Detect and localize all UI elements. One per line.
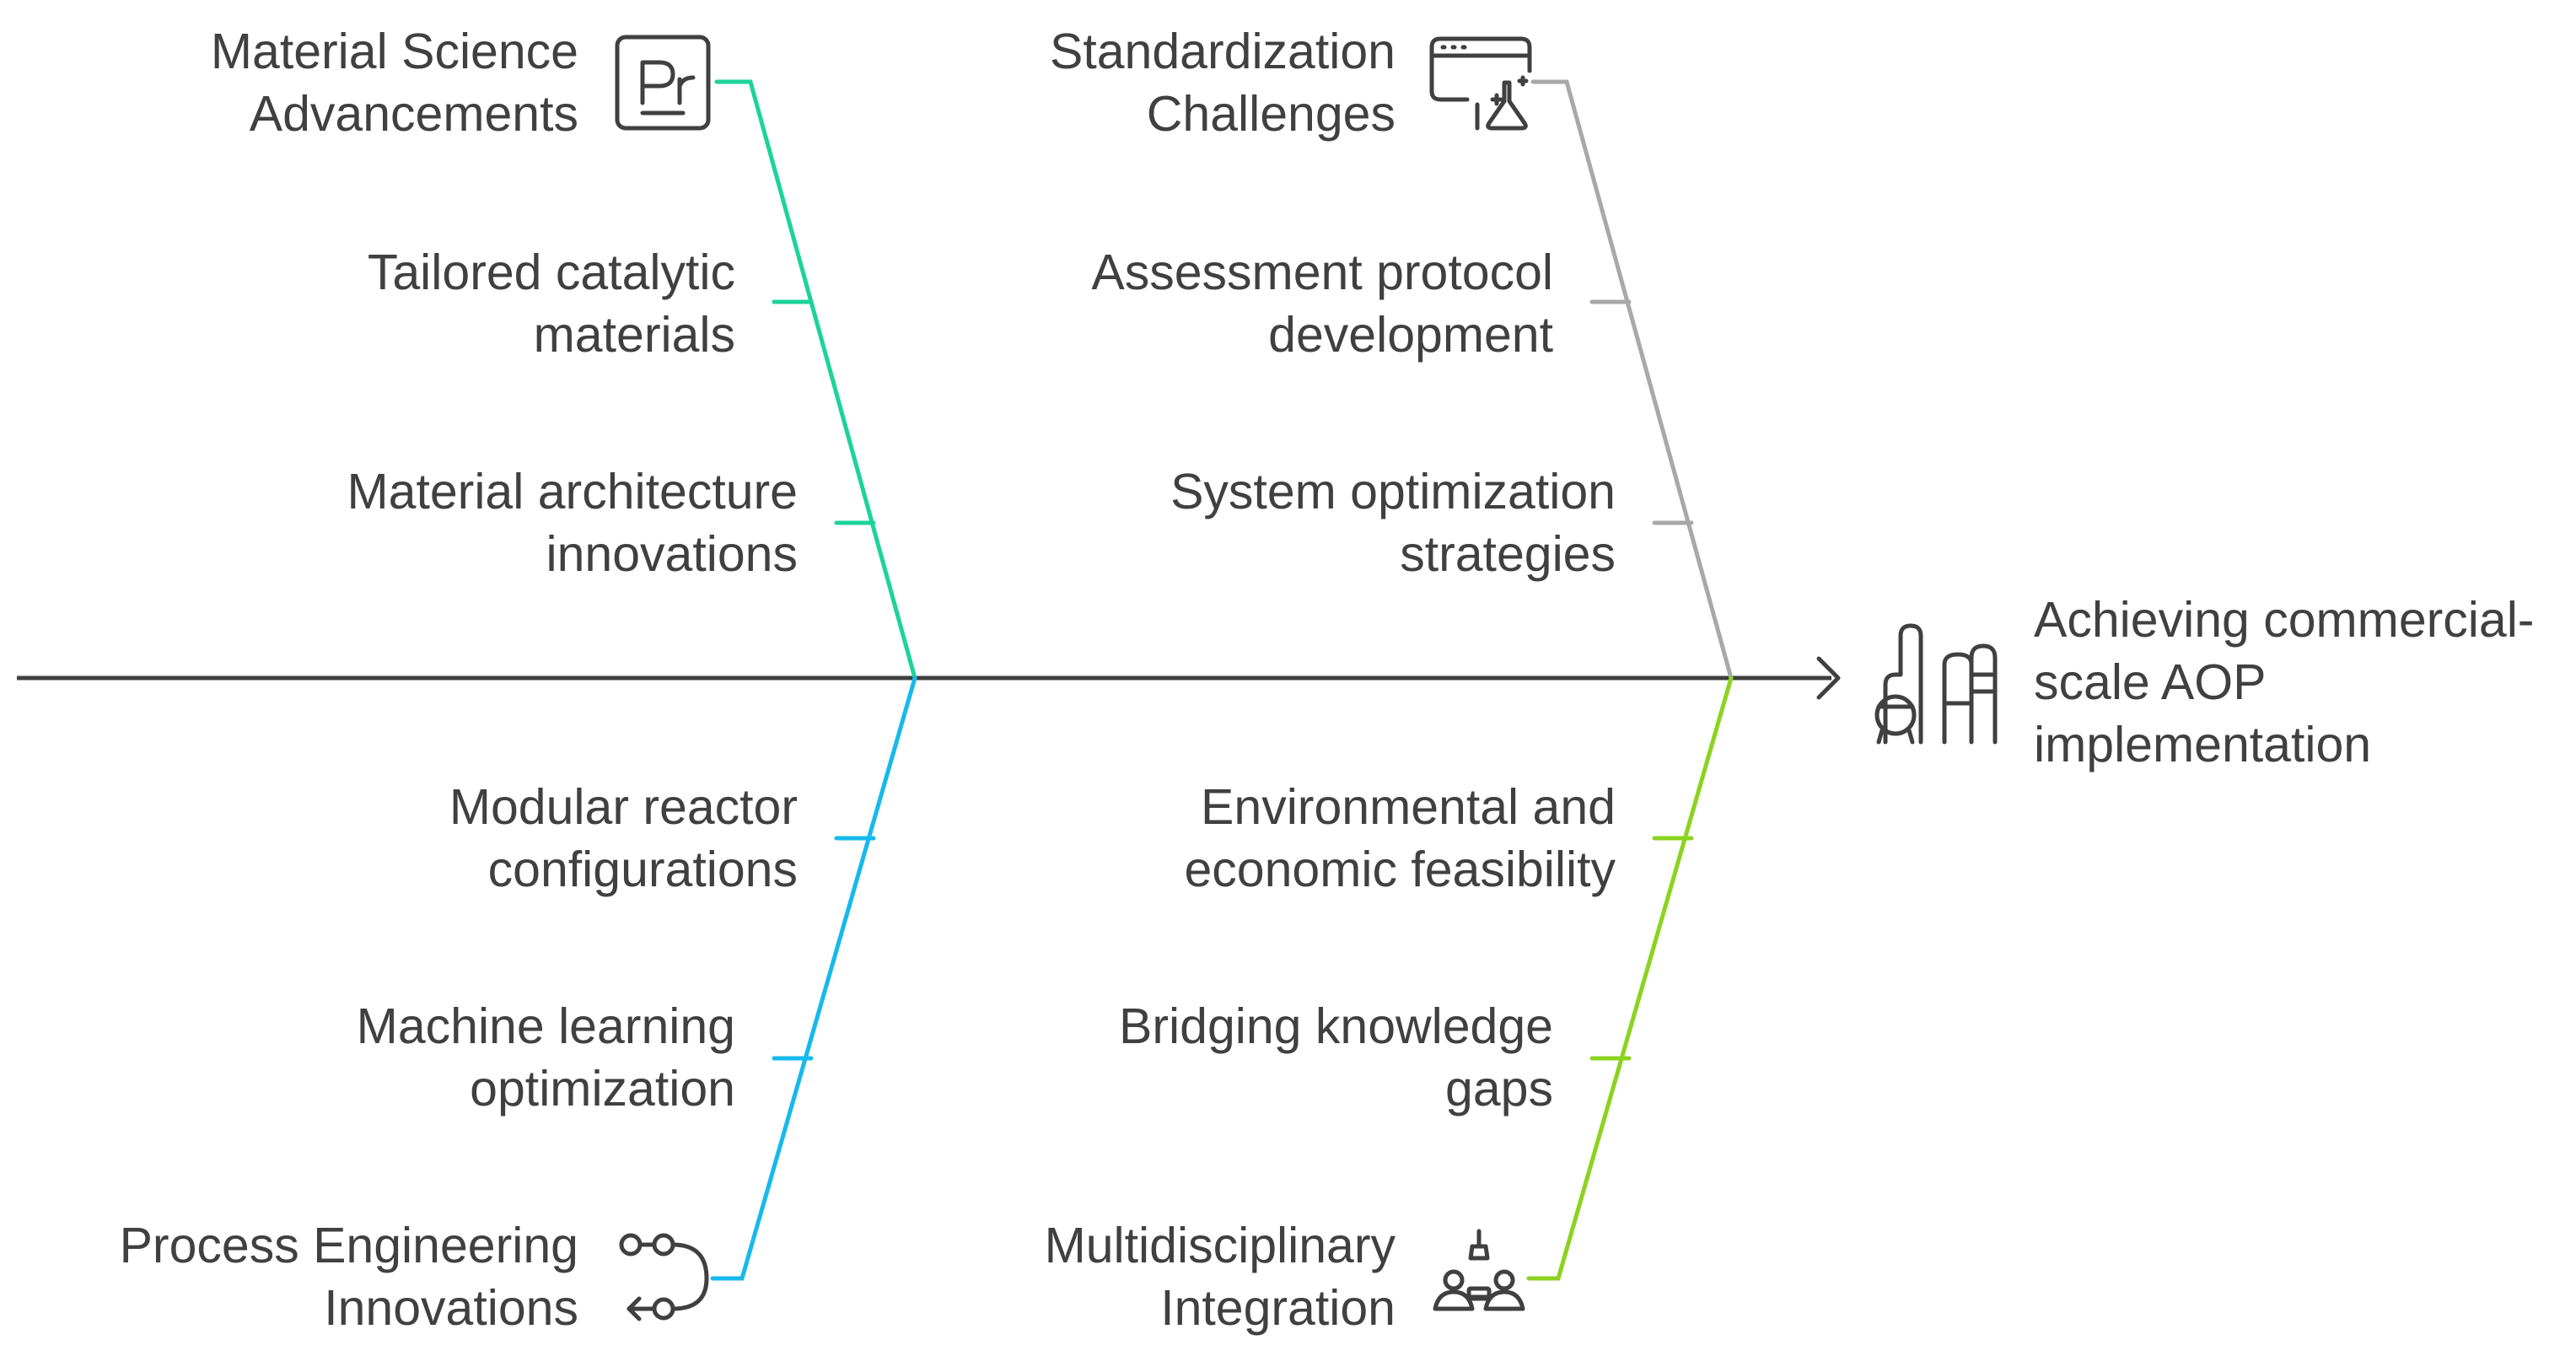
bone-line xyxy=(710,675,917,1281)
label-line: implementation xyxy=(2034,717,2372,772)
label-line: scale AOP xyxy=(2034,654,2267,710)
label-line: Achieving commercial- xyxy=(2034,592,2535,648)
cause-label: Modular reactor configurations xyxy=(449,776,798,901)
cause-label: System optimization strategies xyxy=(1170,460,1616,585)
label-line: materials xyxy=(533,307,735,363)
label-line: Modular reactor xyxy=(449,779,798,835)
label-line: Standardization xyxy=(1049,24,1396,79)
label-line: Innovations xyxy=(324,1280,578,1336)
category-label-material-science: Material Science Advancements xyxy=(211,20,578,145)
label-line: development xyxy=(1268,307,1553,363)
cause-label: Bridging knowledge gaps xyxy=(1119,995,1553,1120)
periodic-element-icon xyxy=(615,35,711,131)
process-flow-icon xyxy=(619,1233,709,1321)
label-line: Assessment protocol xyxy=(1091,245,1553,300)
label-line: Integration xyxy=(1160,1280,1396,1336)
label-line: Process Engineering xyxy=(119,1218,578,1273)
industrial-plant-icon xyxy=(1874,623,1998,745)
cause-label: Assessment protocol development xyxy=(1091,241,1553,366)
category-label-standardization: Standardization Challenges xyxy=(1050,20,1396,145)
category-label-process-engineering: Process Engineering Innovations xyxy=(120,1214,578,1339)
bone-line xyxy=(714,79,917,681)
bone-multidisciplinary xyxy=(1526,675,1734,1281)
label-line: optimization xyxy=(470,1061,735,1117)
cause-label: Material architecture innovations xyxy=(347,460,799,585)
goal-label: Achieving commercial- scale AOP implemen… xyxy=(2034,589,2534,776)
label-line: Bridging knowledge xyxy=(1119,998,1553,1054)
label-line: configurations xyxy=(487,842,798,897)
cause-label: Environmental and economic feasibility xyxy=(1184,776,1616,901)
label-line: strategies xyxy=(1400,526,1616,582)
label-line: innovations xyxy=(546,526,799,582)
category-label-multidisciplinary: Multidisciplinary Integration xyxy=(1045,1214,1396,1339)
label-line: Multidisciplinary xyxy=(1044,1218,1396,1273)
browser-lab-flask-icon xyxy=(1429,36,1532,131)
label-line: Material architecture xyxy=(347,464,799,519)
bone-line xyxy=(1530,79,1734,681)
team-collaboration-icon xyxy=(1433,1229,1525,1311)
label-line: Challenges xyxy=(1146,86,1396,142)
label-line: Advancements xyxy=(249,86,578,142)
cause-label: Machine learning optimization xyxy=(357,995,735,1120)
label-line: economic feasibility xyxy=(1184,842,1616,897)
bone-material-science xyxy=(714,79,917,681)
label-line: Machine learning xyxy=(356,998,735,1054)
label-line: gaps xyxy=(1445,1061,1553,1117)
bone-standardization xyxy=(1530,79,1734,681)
label-line: Tailored catalytic xyxy=(367,245,735,300)
bone-line xyxy=(1526,675,1734,1281)
spine-arrowhead xyxy=(1816,656,1841,700)
label-line: Material Science xyxy=(210,24,578,79)
label-line: Environmental and xyxy=(1201,779,1616,835)
cause-label: Tailored catalytic materials xyxy=(368,241,735,366)
label-line: System optimization xyxy=(1170,464,1616,519)
bone-process-engineering xyxy=(710,675,917,1281)
